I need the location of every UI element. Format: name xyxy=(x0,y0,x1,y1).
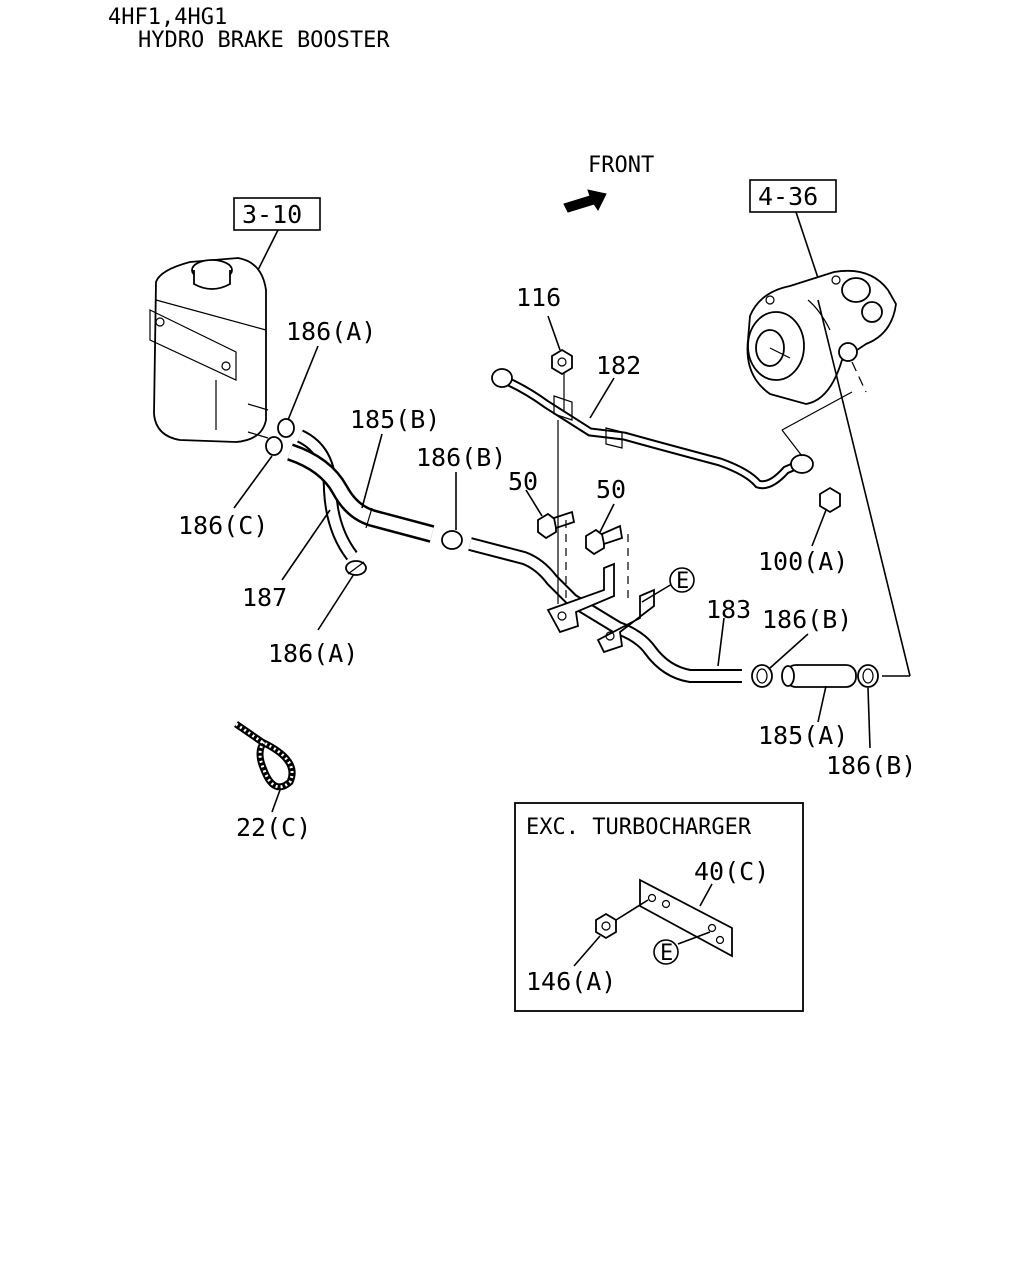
callout-183: 183 xyxy=(706,595,751,624)
nut-100a-illustration xyxy=(819,486,841,514)
callout-185b: 185(B) xyxy=(350,405,440,434)
clamp-186b-right-illustration xyxy=(751,664,773,688)
callout-116: 116 xyxy=(516,283,561,312)
bolt-50-left-illustration xyxy=(537,510,576,540)
hose-185b-illustration xyxy=(286,443,435,543)
pipe-183-illustration xyxy=(468,537,742,683)
hose-185a-illustration xyxy=(781,664,857,688)
nut-116-illustration xyxy=(551,348,573,376)
callout-50-right: 50 xyxy=(596,475,626,504)
callout-186b-bottom: 186(B) xyxy=(826,751,916,780)
front-arrow-icon xyxy=(563,189,607,213)
callout-185a: 185(A) xyxy=(758,721,848,750)
bolt-50-right-illustration xyxy=(585,524,624,556)
header-title: HYDRO BRAKE BOOSTER xyxy=(138,28,390,53)
clamp-186c-illustration xyxy=(265,436,283,456)
pipe-182-illustration xyxy=(491,368,814,490)
callout-186a-bottom: 186(A) xyxy=(268,639,358,668)
clamp-186a-top-illustration xyxy=(277,418,295,438)
clamp-186b-mid-illustration xyxy=(441,530,463,550)
callout-22c: 22(C) xyxy=(236,813,311,842)
marker-e-inset: E xyxy=(653,939,679,966)
callout-186c: 186(C) xyxy=(178,511,268,540)
front-label: FRONT xyxy=(588,153,654,178)
callout-186a-top: 186(A) xyxy=(286,317,376,346)
hydro-pump-illustration xyxy=(746,269,897,405)
clamp-186b-bottom-illustration xyxy=(857,664,879,688)
header-model: 4HF1,4HG1 xyxy=(108,5,227,30)
marker-e-main-label: E xyxy=(676,569,689,594)
ref-box-pump-label: 4-36 xyxy=(758,182,818,211)
cable-tie-22c-illustration xyxy=(234,721,296,791)
callout-186b-right: 186(B) xyxy=(762,605,852,634)
bracket-left-illustration xyxy=(546,562,615,634)
callout-50-left: 50 xyxy=(508,467,538,496)
bracket-right-illustration xyxy=(596,588,655,654)
clamp-186a-bottom-illustration xyxy=(345,560,367,576)
inset-callout-40c: 40(C) xyxy=(694,857,769,886)
ref-box-tank-label: 3-10 xyxy=(242,200,302,229)
callout-187: 187 xyxy=(242,583,287,612)
inset-exc-turbocharger: EXC. TURBOCHARGER 40(C) 146(A) E xyxy=(514,802,804,1012)
callout-186b-mid: 186(B) xyxy=(416,443,506,472)
reservoir-tank-illustration xyxy=(149,257,269,443)
ref-box-tank[interactable]: 3-10 xyxy=(233,197,321,231)
callout-100a: 100(A) xyxy=(758,547,848,576)
inset-callout-146a: 146(A) xyxy=(526,967,616,996)
inset-title: EXC. TURBOCHARGER xyxy=(526,815,752,840)
marker-e-inset-label: E xyxy=(660,941,673,966)
ref-box-pump[interactable]: 4-36 xyxy=(749,179,837,213)
marker-e-main: E xyxy=(669,567,695,594)
callout-182: 182 xyxy=(596,351,641,380)
